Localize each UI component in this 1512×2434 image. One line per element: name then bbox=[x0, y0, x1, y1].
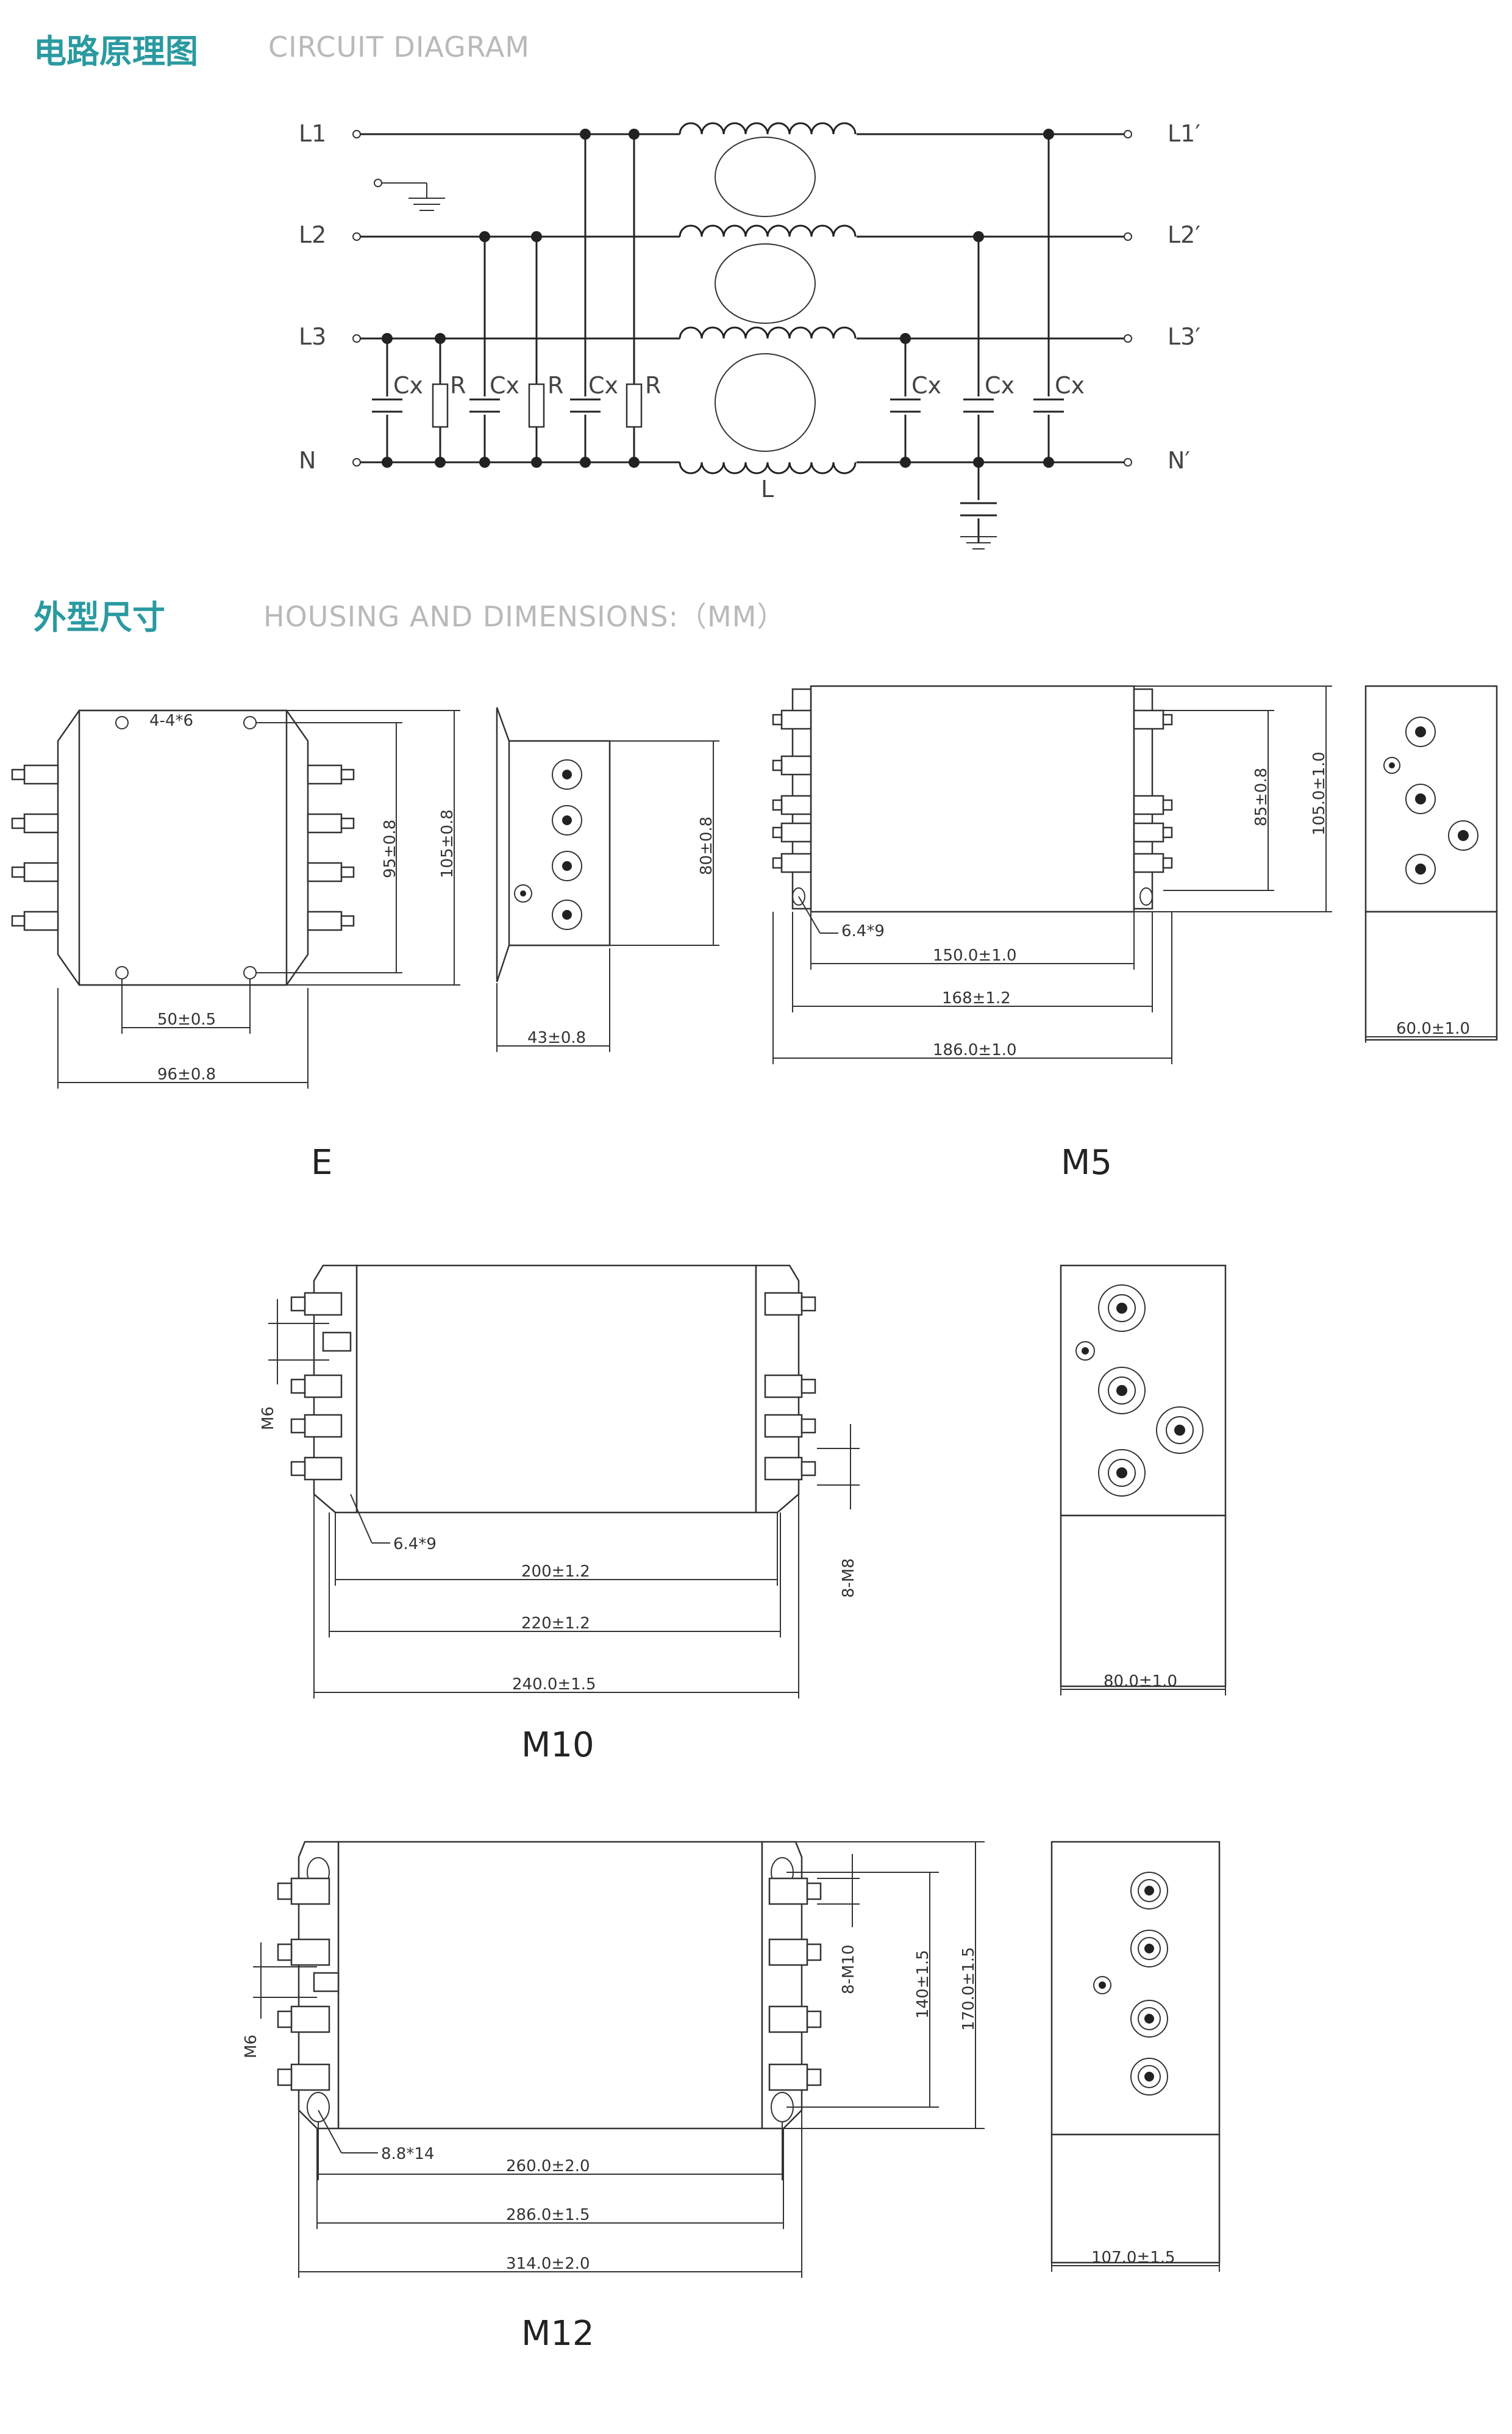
model-e-label: E bbox=[311, 1143, 332, 1183]
model-m5-front-view: 6.4*9 150.0±1.0 168±1.2 186.0±1.0 85±0.8… bbox=[772, 685, 1332, 1064]
m5-dim-168: 168±1.2 bbox=[942, 989, 1011, 1008]
resistor-r-3 bbox=[626, 383, 643, 428]
ground-symbol-input bbox=[382, 182, 445, 211]
res-label-3: R bbox=[645, 372, 661, 399]
input-label-n: N bbox=[299, 447, 316, 474]
circuit-diagram: L1 L2 L3 N L1′ L2′ L3′ N′ bbox=[299, 120, 1200, 549]
res-label-2: R bbox=[547, 372, 563, 399]
m12-dim-260: 260.0±2.0 bbox=[506, 2157, 590, 2175]
model-m10-front-view: M6 8-M8 6.4*9 200±1.2 220±1.2 240.0±1.5 bbox=[259, 1264, 860, 1698]
m5-dim-150: 150.0±1.0 bbox=[933, 947, 1017, 965]
m12-thread-m10: 8-M10 bbox=[840, 1945, 858, 1994]
model-m12-side-view: 107.0±1.5 bbox=[1050, 1841, 1221, 2272]
output-label-l1: L1′ bbox=[1168, 120, 1200, 147]
m10-dim-240: 240.0±1.5 bbox=[512, 1675, 596, 1694]
cap-label-3: Cx bbox=[588, 372, 618, 399]
housing-title: 外型尺寸 bbox=[34, 598, 165, 637]
terminal-stack-right bbox=[1133, 709, 1173, 873]
m5-dim-85: 85±0.8 bbox=[1252, 768, 1271, 826]
capacitor-cx-out-1 bbox=[890, 396, 921, 415]
resistor-r-2 bbox=[528, 383, 545, 428]
e-hole-label: 4-4*6 bbox=[149, 712, 193, 730]
m5-hole-label: 6.4*9 bbox=[841, 922, 885, 940]
model-m12-label: M12 bbox=[521, 2314, 594, 2353]
m10-thread-m6: M6 bbox=[259, 1406, 277, 1430]
e-dim-95: 95±0.8 bbox=[381, 820, 399, 878]
model-m10-label: M10 bbox=[521, 1725, 594, 1765]
output-label-l3: L3′ bbox=[1168, 323, 1200, 350]
output-label-n: N′ bbox=[1168, 447, 1190, 474]
m5-dim-186: 186.0±1.0 bbox=[933, 1041, 1017, 1059]
m10-hole-label: 6.4*9 bbox=[393, 1535, 437, 1553]
junction-dots-output bbox=[900, 129, 1054, 468]
terminal-stack-left bbox=[290, 1292, 352, 1481]
model-e-side-view: 80±0.8 43±0.8 bbox=[496, 707, 719, 1052]
input-label-l1: L1 bbox=[299, 120, 326, 147]
housing-subtitle: HOUSING AND DIMENSIONS:（MM） bbox=[263, 600, 786, 633]
capacitor-cx-3 bbox=[570, 396, 601, 415]
input-label-l2: L2 bbox=[299, 221, 326, 248]
m12-hole-label: 8.8*14 bbox=[381, 2145, 434, 2163]
terminal-stack-left bbox=[11, 764, 59, 931]
output-label-l2: L2′ bbox=[1168, 221, 1200, 248]
capacitor-cx-out-2 bbox=[963, 396, 994, 415]
res-label-1: R bbox=[450, 372, 466, 399]
junction-dots-input bbox=[382, 129, 640, 468]
model-m5-label: M5 bbox=[1061, 1143, 1112, 1183]
cap-label-out-1: Cx bbox=[911, 372, 941, 399]
terminal-stack-right bbox=[307, 764, 355, 931]
m12-dim-140: 140±1.5 bbox=[914, 1950, 932, 2019]
inductor-label: L bbox=[761, 476, 774, 503]
terminal-stack-right bbox=[768, 1877, 822, 2091]
choke-inductor: L bbox=[679, 122, 857, 503]
terminal-stack-left bbox=[277, 1877, 340, 2091]
model-m12-front-view: M6 8-M10 140±1.5 170.0±1.5 8.8*14 260.0±… bbox=[242, 1841, 985, 2278]
cap-label-out-2: Cx bbox=[985, 372, 1015, 399]
m10-thread-m8: 8-M8 bbox=[840, 1558, 858, 1598]
m12-dim-314: 314.0±2.0 bbox=[506, 2255, 590, 2273]
terminal-stack-right bbox=[764, 1292, 816, 1481]
m12-thread-m6: M6 bbox=[242, 2035, 260, 2058]
e-dim-96: 96±0.8 bbox=[157, 1065, 216, 1084]
m5-dim-105: 105.0±1.0 bbox=[1310, 751, 1328, 836]
e-side-dim-80: 80±0.8 bbox=[697, 817, 716, 875]
m10-dim-220: 220±1.2 bbox=[521, 1614, 590, 1633]
model-m5-side-view: 60.0±1.0 bbox=[1364, 685, 1498, 1043]
input-label-l3: L3 bbox=[299, 323, 326, 350]
e-dim-105: 105±0.8 bbox=[438, 809, 457, 878]
capacitor-cx-1 bbox=[372, 396, 402, 415]
m10-side-dim-80: 80.0±1.0 bbox=[1104, 1672, 1177, 1691]
m10-dim-200: 200±1.2 bbox=[521, 1562, 590, 1581]
capacitor-cx-out-3 bbox=[1033, 396, 1064, 415]
circuit-diagram-subtitle: CIRCUIT DIAGRAM bbox=[268, 30, 530, 63]
m12-dim-170: 170.0±1.5 bbox=[960, 1947, 978, 2031]
capacitor-cx-2 bbox=[469, 396, 500, 415]
m12-dim-286: 286.0±1.5 bbox=[506, 2206, 590, 2224]
terminal-stack-left bbox=[772, 709, 812, 873]
e-side-dim-43: 43±0.8 bbox=[527, 1029, 586, 1047]
e-dim-50: 50±0.5 bbox=[157, 1011, 216, 1029]
m5-side-dim-60: 60.0±1.0 bbox=[1396, 1020, 1470, 1038]
m12-side-dim-107: 107.0±1.5 bbox=[1091, 2249, 1175, 2267]
cap-label-out-3: Cx bbox=[1055, 372, 1085, 399]
cap-label-1: Cx bbox=[393, 372, 423, 399]
model-m10-side-view: 80.0±1.0 bbox=[1060, 1264, 1227, 1695]
ground-symbol-output bbox=[960, 500, 997, 549]
resistor-r-1 bbox=[432, 383, 449, 428]
cap-label-2: Cx bbox=[490, 372, 519, 399]
circuit-diagram-title: 电路原理图 bbox=[34, 32, 198, 71]
model-e-front-view: 4-4*6 95±0.8 105±0.8 50±0.5 96±0.8 bbox=[11, 709, 460, 1089]
